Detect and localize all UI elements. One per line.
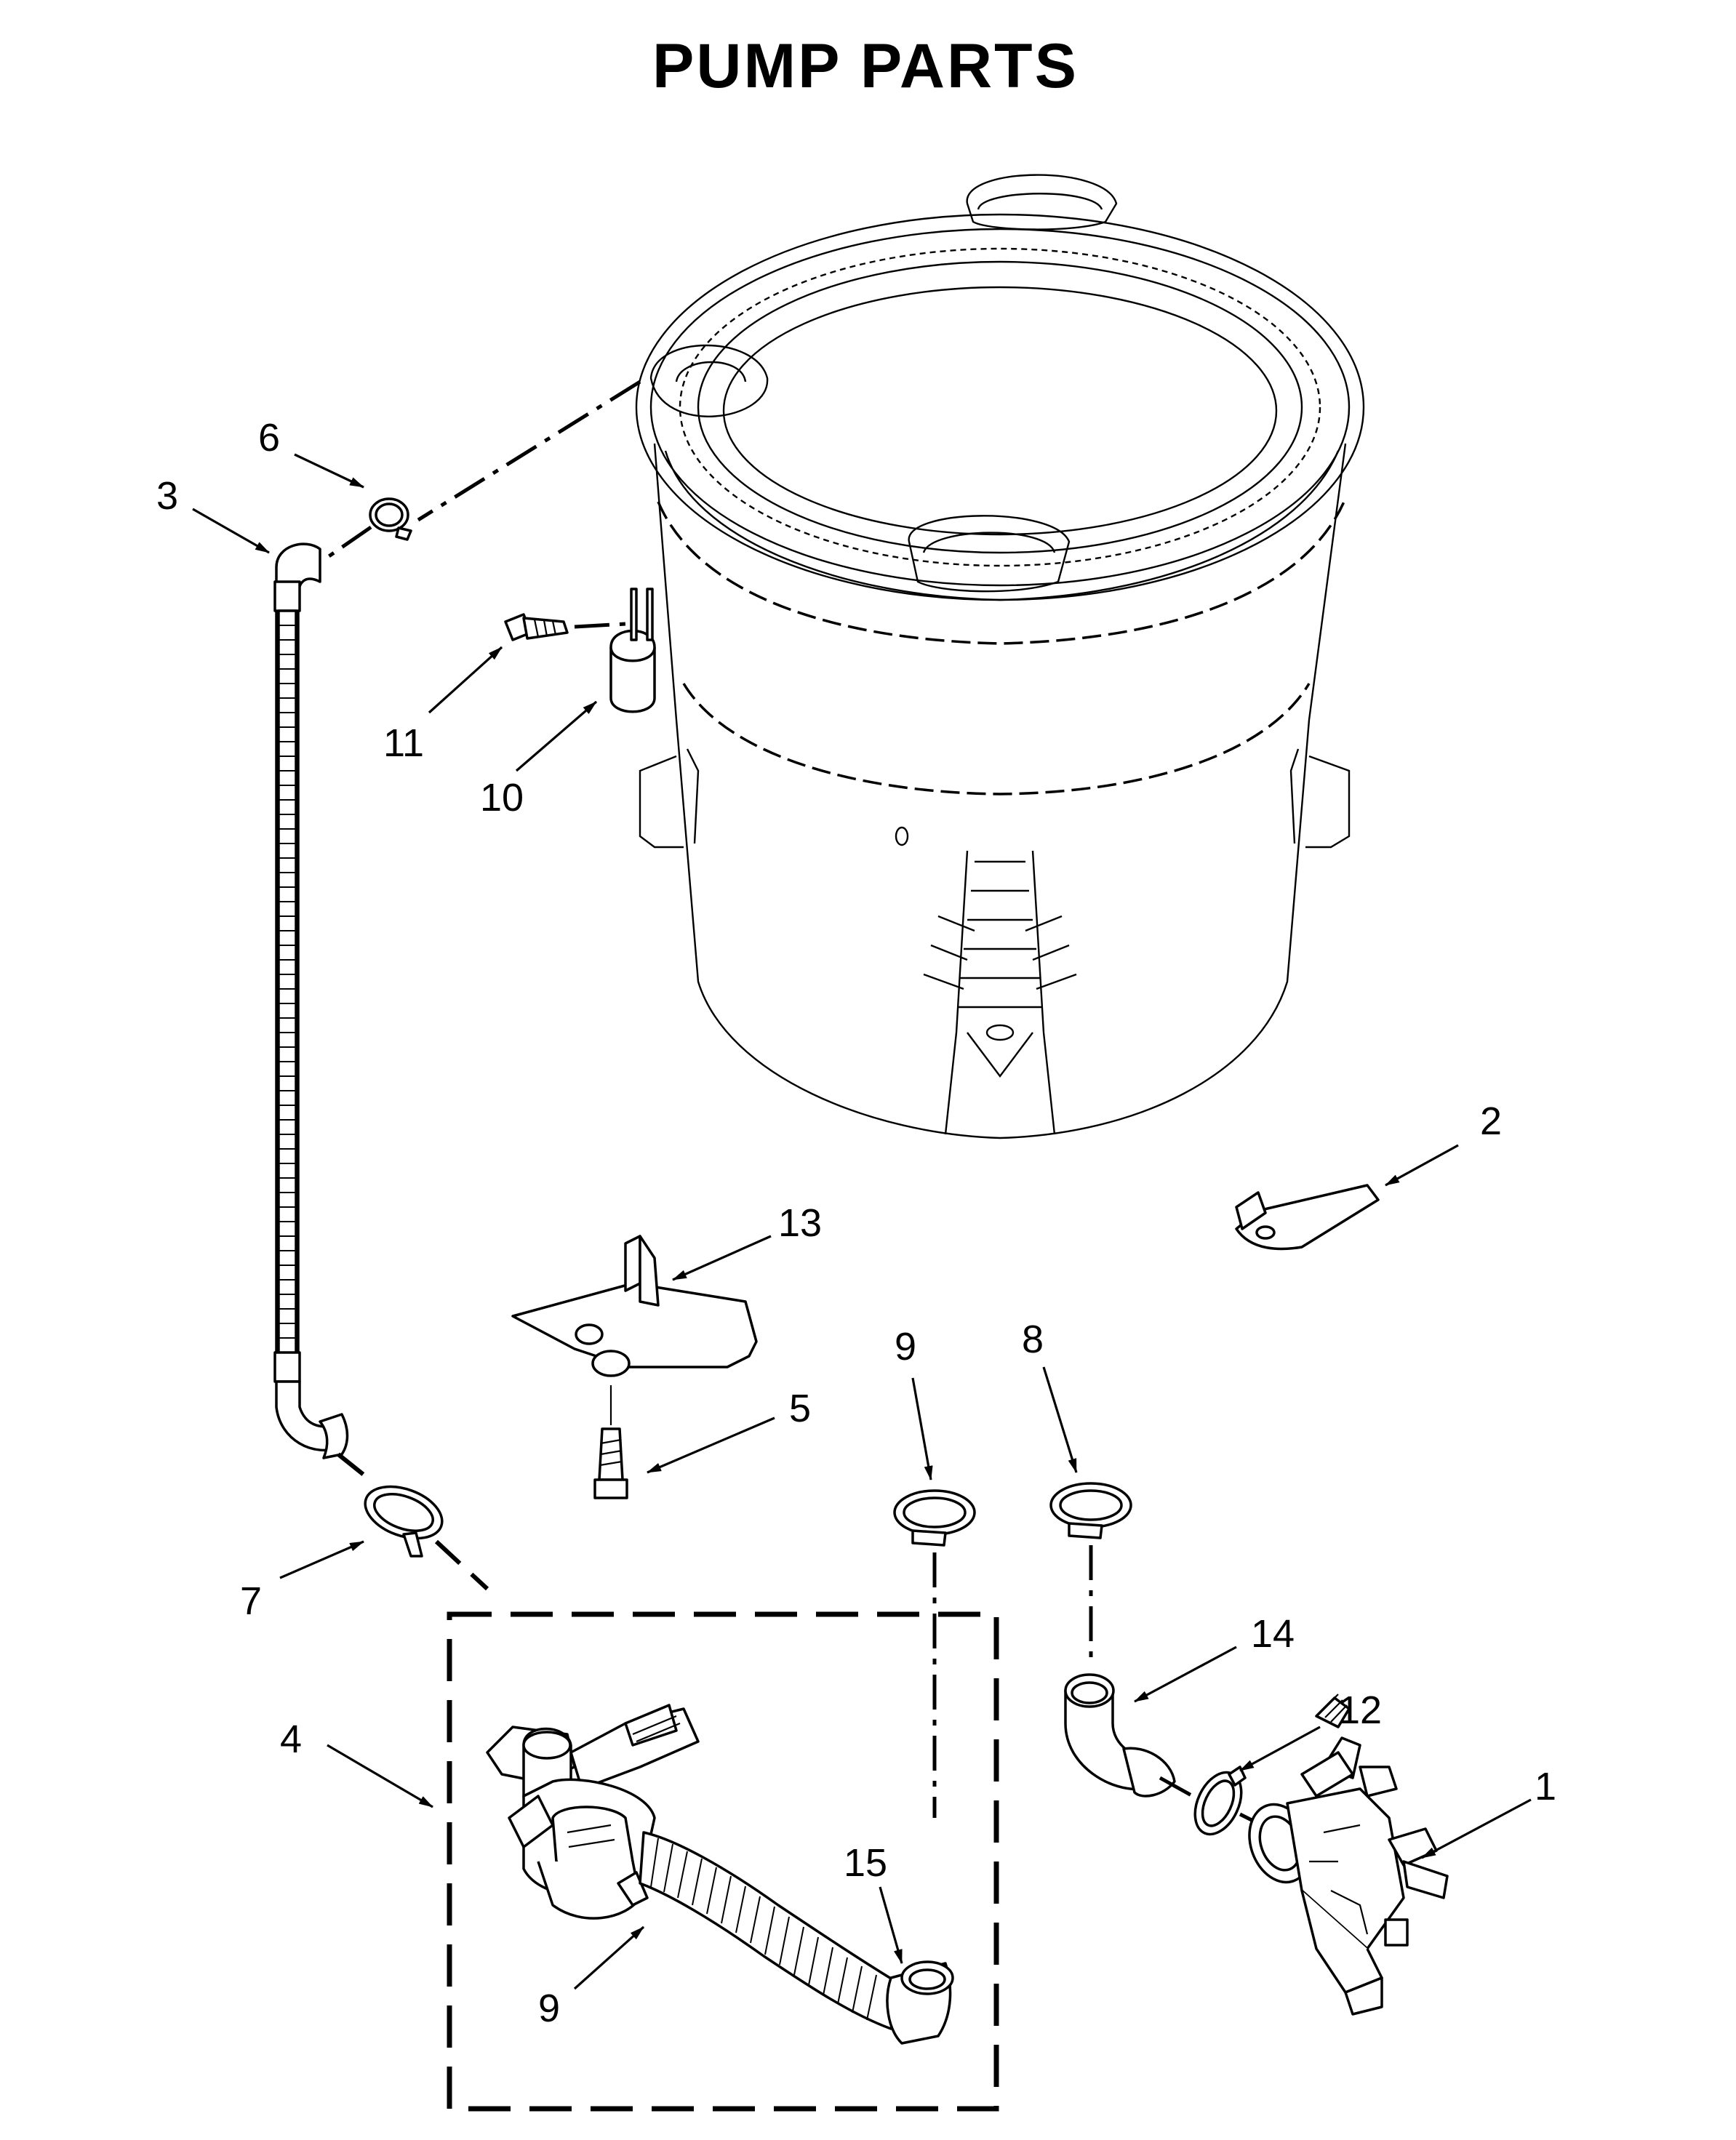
part-1-pump-motor	[1248, 1694, 1449, 2016]
callout-9-lower: 9	[538, 1987, 560, 2030]
callout-4: 4	[280, 1718, 302, 1761]
callout-11: 11	[383, 721, 424, 765]
callout-8: 8	[1022, 1318, 1044, 1361]
callout-3: 3	[156, 474, 178, 518]
callout-labels: 1 2 3 4 5 6 7 8 9 9 10 11 12 13 14 15	[156, 416, 1556, 2030]
part-12-hose-clamp	[1193, 1766, 1247, 1836]
part-5-screw	[593, 1427, 628, 1499]
part-10-clip	[609, 588, 656, 713]
callout-13: 13	[778, 1201, 822, 1245]
callout-2: 2	[1480, 1099, 1502, 1143]
callout-10: 10	[480, 776, 524, 819]
part-6-hose-clamp	[369, 497, 412, 541]
part-7-hose-clamp	[364, 1485, 444, 1558]
part-3-drain-hose	[273, 542, 349, 1459]
part-8-hose-clamp	[1049, 1482, 1132, 1539]
callout-1: 1	[1535, 1765, 1556, 1808]
part-11-screw	[504, 613, 569, 641]
callout-9-upper: 9	[895, 1325, 916, 1368]
page-title: PUMP PARTS	[652, 31, 1079, 101]
part-15-pump-hose	[639, 1831, 954, 2045]
part-4-pump-housing	[486, 1704, 700, 1920]
washer-tub	[635, 174, 1365, 1139]
callout-14: 14	[1251, 1612, 1295, 1656]
callout-7: 7	[240, 1579, 262, 1623]
callout-6: 6	[258, 416, 280, 460]
tub-hose-connection-line	[417, 380, 641, 522]
part-13-mounting-plate	[511, 1235, 758, 1377]
part-9-hose-clamp-upper	[893, 1489, 976, 1547]
part-2-bracket	[1235, 1184, 1380, 1251]
callout-5: 5	[789, 1387, 811, 1430]
callout-15: 15	[844, 1841, 887, 1885]
callout-12: 12	[1338, 1688, 1382, 1732]
part-4-assembly-outline	[447, 1611, 999, 2112]
part-14-hose-elbow	[1064, 1673, 1176, 1798]
callout-leaders	[192, 453, 1532, 1990]
